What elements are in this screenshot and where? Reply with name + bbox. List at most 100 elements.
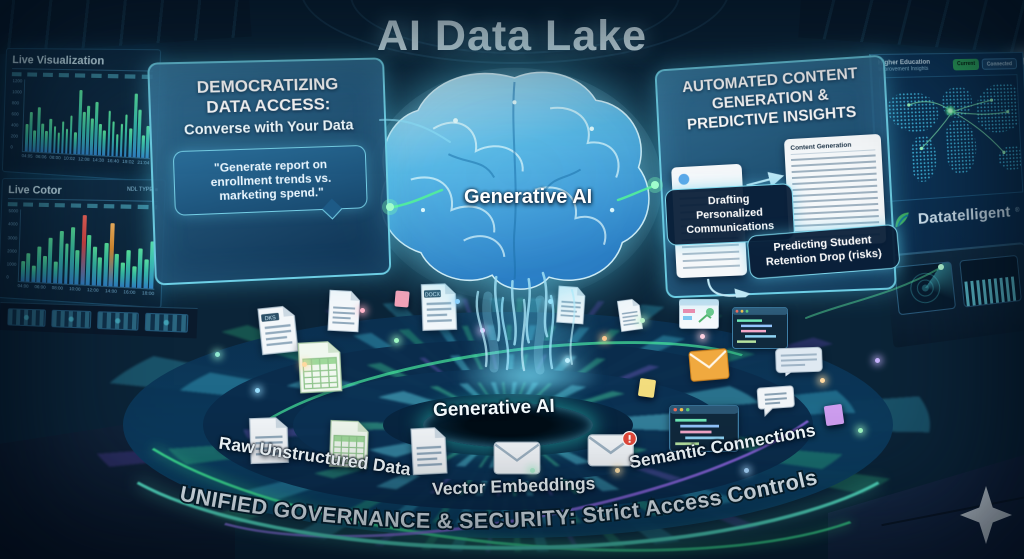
chart-bar bbox=[115, 133, 119, 157]
axis-tick: 16:00 bbox=[123, 289, 136, 296]
axis-tick: 1000 bbox=[12, 89, 22, 95]
chart-bar bbox=[56, 132, 61, 154]
vortex-front-rim bbox=[87, 300, 929, 550]
map-header-subtitle: Improvement Insights bbox=[878, 65, 929, 74]
chart-bar bbox=[58, 230, 64, 284]
chart-bar bbox=[119, 123, 124, 157]
axis-tick: 3000 bbox=[7, 234, 18, 241]
map-network-lines bbox=[880, 75, 1023, 202]
axis-tick: 4000 bbox=[8, 221, 18, 227]
chart-bar bbox=[41, 256, 47, 283]
chart-bar bbox=[91, 246, 97, 286]
chart-bar bbox=[63, 243, 69, 284]
chart-bar bbox=[36, 246, 42, 283]
panel-democratizing-data-access: DEMOCRATIZING DATA ACCESS: Converse with… bbox=[147, 57, 392, 286]
lake-label-generative-ai: Generative AI bbox=[432, 395, 556, 422]
chart-bar bbox=[25, 252, 31, 282]
chat-query-bubble: "Generate report on enrollment trends vs… bbox=[172, 144, 368, 216]
chart-bar bbox=[20, 261, 26, 282]
axis-tick: 600 bbox=[11, 111, 19, 117]
axis-tick: 14:30 bbox=[92, 157, 105, 163]
chart-bar bbox=[44, 130, 48, 153]
chart-bar bbox=[85, 234, 92, 286]
axis-tick: 21:04 bbox=[137, 159, 150, 166]
axis-tick: 12:08 bbox=[77, 156, 90, 163]
axis-tick: 04:00 bbox=[17, 283, 29, 289]
chart-bar bbox=[143, 259, 149, 289]
chart-bar bbox=[40, 123, 45, 153]
chart-bar bbox=[119, 262, 125, 287]
bar-chart: 1200 1000 800 600 400 200 0 bbox=[10, 78, 153, 160]
chart-bar bbox=[102, 130, 107, 156]
chart-bar bbox=[102, 242, 109, 287]
chart-bar bbox=[24, 123, 29, 152]
axis-tick: 200 bbox=[10, 133, 19, 140]
chart-bar bbox=[32, 130, 36, 152]
axis-tick: 800 bbox=[11, 100, 20, 106]
axis-tick: 08:00 bbox=[51, 284, 64, 291]
lake-center-glow bbox=[452, 350, 602, 402]
axis-tick: 16:40 bbox=[107, 157, 120, 164]
chart-bar bbox=[73, 131, 77, 154]
y-axis-ticks: 1200 1000 800 600 400 200 0 bbox=[10, 78, 23, 151]
chart-bar bbox=[60, 121, 65, 154]
bar-chart: 5000 4000 3000 2000 1000 0 bbox=[6, 208, 158, 290]
axis-tick: 06:06 bbox=[35, 153, 47, 160]
avatar bbox=[678, 173, 690, 185]
chart-bar bbox=[137, 248, 143, 288]
chart-bar bbox=[131, 266, 137, 288]
mini-bar-chart-screen bbox=[959, 254, 1022, 308]
chart-bar bbox=[69, 115, 73, 154]
chart-bar bbox=[64, 128, 69, 154]
chart-bar bbox=[52, 261, 58, 284]
chart-bar bbox=[89, 117, 94, 155]
panel-subheading: Converse with Your Data bbox=[183, 117, 354, 139]
axis-tick: 1200 bbox=[12, 78, 23, 84]
bar-series bbox=[24, 79, 153, 159]
axis-tick: 10:00 bbox=[69, 285, 81, 292]
brand-name: Datatelligent bbox=[917, 202, 1011, 228]
bar-series bbox=[20, 209, 157, 289]
chart-bar bbox=[106, 111, 111, 156]
y-axis-ticks: 5000 4000 3000 2000 1000 0 bbox=[6, 208, 19, 281]
axis-tick: 08:00 bbox=[49, 154, 61, 161]
chart-bar bbox=[74, 250, 80, 285]
chart-bar bbox=[48, 119, 53, 153]
axis-tick: 400 bbox=[11, 122, 19, 128]
axis-tick: 04:05 bbox=[21, 153, 33, 159]
axis-tick: 19:02 bbox=[122, 158, 135, 165]
chart-bar bbox=[31, 265, 36, 282]
axis-tick: 14:00 bbox=[104, 288, 117, 294]
chart-bar bbox=[97, 257, 103, 286]
chart-bar bbox=[52, 126, 57, 153]
panel-automated-content: AUTOMATED CONTENT GENERATION & PREDICTIV… bbox=[654, 55, 897, 299]
chart-bar bbox=[47, 237, 53, 283]
brain-label: Generative AI bbox=[464, 186, 593, 208]
axis-tick: 2000 bbox=[7, 248, 17, 254]
chart-bar bbox=[125, 249, 132, 288]
registered-mark: ® bbox=[1015, 207, 1020, 215]
world-map bbox=[878, 74, 1024, 203]
chart-bar bbox=[141, 134, 145, 158]
axis-tick: 10:02 bbox=[63, 155, 76, 162]
axis-tick: 0 bbox=[6, 274, 9, 280]
monitor-subtitle-decoration bbox=[11, 72, 153, 80]
console-screen bbox=[7, 308, 46, 327]
axis-tick: 0 bbox=[10, 144, 13, 150]
page-title: AI Data Lake bbox=[376, 12, 648, 60]
axis-tick: 06:00 bbox=[34, 284, 46, 290]
chart-bar bbox=[128, 128, 132, 158]
chart-bar bbox=[114, 253, 120, 287]
chart-bar bbox=[98, 124, 103, 156]
axis-tick: 1000 bbox=[6, 261, 17, 268]
monitor-subtitle-decoration bbox=[7, 202, 158, 210]
panel-heading: DATA ACCESS: bbox=[205, 94, 331, 118]
axis-tick: 12:00 bbox=[86, 287, 99, 293]
axis-tick: 5000 bbox=[8, 208, 19, 214]
chart-bar bbox=[110, 121, 115, 157]
document-title: Content Generation bbox=[790, 140, 876, 156]
brand-logo-row: Datatelligent ® bbox=[886, 200, 1024, 231]
